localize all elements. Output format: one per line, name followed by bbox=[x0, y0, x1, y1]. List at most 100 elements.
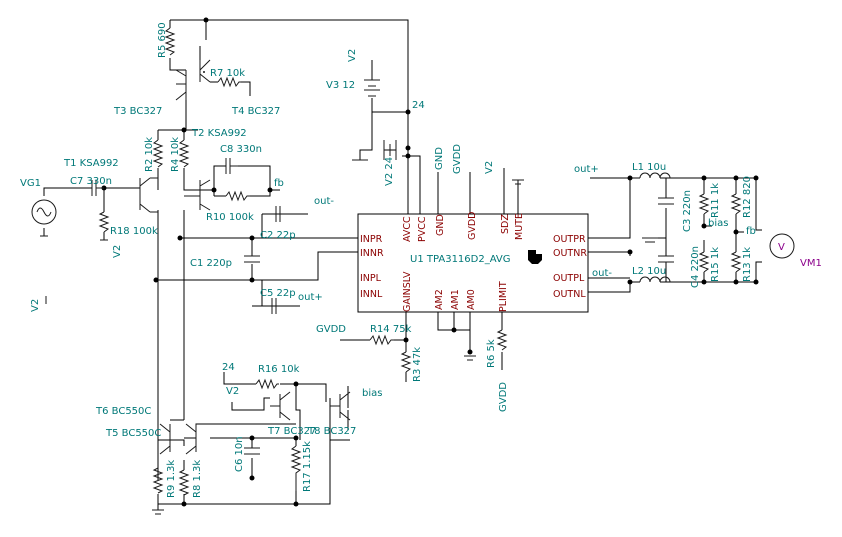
label-t7: T7 BC327 bbox=[267, 426, 316, 437]
label-gvdd1: GVDD bbox=[452, 144, 463, 174]
label-v2a: V2 bbox=[112, 245, 123, 258]
t6-transistor bbox=[185, 423, 197, 455]
vg1-source bbox=[31, 199, 57, 225]
t2-transistor bbox=[184, 179, 211, 211]
label-r6: R6 5k bbox=[486, 339, 497, 368]
label-out-minus: out- bbox=[314, 196, 334, 207]
r17-symbol bbox=[290, 445, 302, 491]
label-r4: R4 10k bbox=[170, 137, 181, 172]
r6-symbol bbox=[496, 329, 508, 351]
wires bbox=[43, 19, 762, 510]
label-t5: T5 BC550C bbox=[105, 428, 161, 439]
r3-symbol bbox=[400, 351, 412, 373]
ic-pin-labels: INPR INNR INPL INNL OUTPR OUTNR OUTPL OU… bbox=[360, 212, 587, 313]
label-r8: R8 1.3k bbox=[192, 460, 203, 498]
vm1-meter bbox=[769, 233, 795, 259]
v2-24-battery bbox=[383, 140, 397, 160]
junction-dots bbox=[101, 17, 759, 507]
r2-symbol bbox=[152, 139, 164, 168]
c3-symbol bbox=[658, 197, 674, 205]
pin-am0: AM0 bbox=[466, 289, 477, 310]
label-out-minus2: out- bbox=[592, 268, 612, 279]
c7-symbol bbox=[91, 180, 104, 196]
label-gvdd3: GVDD bbox=[316, 324, 346, 335]
label-c2: C2 22p bbox=[260, 230, 296, 241]
label-net24b: 24 bbox=[222, 362, 235, 373]
c6-symbol bbox=[244, 447, 260, 455]
label-c4: C4 220n bbox=[690, 246, 701, 288]
label-r18: R18 100k bbox=[110, 226, 158, 237]
label-r12: R12 820 bbox=[742, 176, 753, 218]
label-bias2: bias bbox=[362, 388, 382, 399]
l1-symbol bbox=[639, 172, 671, 179]
t4-transistor bbox=[199, 59, 211, 83]
label-c5: C5 22p bbox=[260, 288, 296, 299]
c8-symbol bbox=[225, 158, 238, 174]
label-r3: R3 47k bbox=[412, 347, 423, 382]
pin-outnl: OUTNL bbox=[553, 289, 586, 300]
pin-innl: INNL bbox=[360, 289, 383, 300]
r10-symbol bbox=[225, 190, 250, 202]
r11-symbol bbox=[698, 193, 710, 215]
gnd-sym-7 bbox=[464, 355, 476, 361]
pin-inpl: INPL bbox=[360, 273, 382, 284]
pin-plimit: PLIMIT bbox=[498, 281, 509, 312]
pin-gnd: GND bbox=[435, 214, 446, 236]
r18-symbol bbox=[98, 211, 110, 233]
t7-transistor bbox=[270, 391, 291, 421]
label-r2: R2 10k bbox=[144, 137, 155, 172]
pin-mute: MUTE bbox=[514, 213, 525, 240]
gnd-sym-4 bbox=[512, 179, 524, 185]
label-v2b: V2 bbox=[484, 161, 495, 174]
r7-symbol bbox=[217, 76, 241, 88]
pin-am2: AM2 bbox=[434, 289, 445, 310]
label-net24: 24 bbox=[412, 100, 425, 111]
r16-symbol bbox=[255, 378, 279, 390]
r14-symbol bbox=[369, 334, 394, 346]
gnd-sym-5 bbox=[642, 237, 658, 243]
pin-inpr: INPR bbox=[360, 234, 383, 245]
label-r16: R16 10k bbox=[258, 364, 300, 375]
pin-innr: INNR bbox=[360, 248, 384, 259]
label-r5: R5 690 bbox=[157, 22, 168, 58]
r13-symbol bbox=[730, 251, 742, 273]
label-c7: C7 330n bbox=[70, 176, 112, 187]
pin-pvcc: PVCC bbox=[417, 216, 428, 242]
label-v2c: V2 bbox=[30, 299, 41, 312]
pin-outnr: OUTNR bbox=[553, 248, 587, 259]
label-t6: T6 BC550C bbox=[95, 406, 151, 417]
pin-outpl: OUTPL bbox=[553, 273, 585, 284]
sources bbox=[31, 79, 795, 515]
pin-avcc: AVCC bbox=[402, 216, 413, 242]
label-fb1: fb bbox=[274, 178, 284, 189]
r12-symbol bbox=[730, 193, 742, 215]
label-c3: C3 220n bbox=[682, 190, 693, 232]
t8-transistor bbox=[330, 391, 351, 421]
c1-symbol bbox=[244, 255, 260, 263]
l2-symbol bbox=[639, 276, 671, 283]
label-c6: C6 10n bbox=[234, 436, 245, 472]
r4-symbol bbox=[178, 139, 190, 168]
inductors bbox=[639, 172, 671, 283]
label-t1: T1 KSA992 bbox=[63, 158, 119, 169]
label-c8: C8 330n bbox=[220, 144, 262, 155]
label-vm1: VM1 bbox=[800, 258, 822, 269]
label-v3: V3 12 bbox=[326, 80, 355, 91]
label-t3: T3 BC327 bbox=[113, 106, 162, 117]
label-v2-top: V2 bbox=[347, 49, 358, 62]
label-out-plus: out+ bbox=[298, 292, 323, 303]
r15-symbol bbox=[698, 251, 710, 273]
label-ic-name: U1 TPA3116D2_AVG bbox=[410, 254, 511, 265]
c2-symbol bbox=[275, 206, 281, 222]
pin-gvdd: GVDD bbox=[467, 212, 478, 241]
r8-symbol bbox=[178, 469, 190, 496]
ti-logo bbox=[528, 250, 542, 264]
label-gnd: GND bbox=[434, 147, 445, 170]
label-r15: R15 1k bbox=[710, 247, 721, 282]
label-r14: R14 75k bbox=[370, 324, 412, 335]
pin-am1: AM1 bbox=[450, 289, 461, 310]
t3-transistor bbox=[175, 69, 187, 101]
label-r9: R9 1.3k bbox=[166, 460, 177, 498]
component-labels: R5 690 R7 10k T4 BC327 T3 BC327 T2 KSA99… bbox=[20, 22, 822, 498]
